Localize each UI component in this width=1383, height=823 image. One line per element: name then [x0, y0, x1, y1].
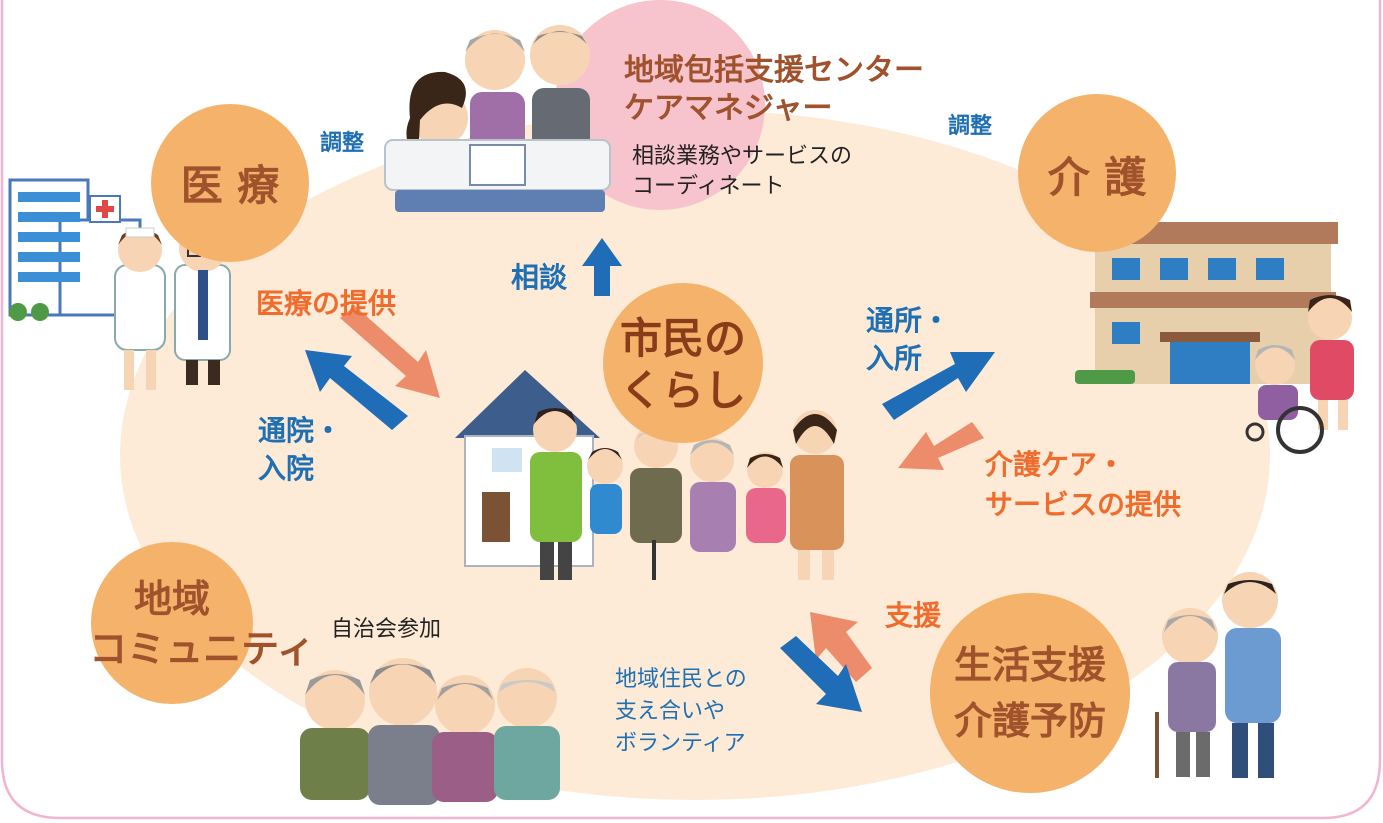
label-medical-provide: 医療の提供 — [256, 287, 397, 320]
node-community-label: 地域 コミュニティ — [71, 574, 333, 674]
node-support-line-1: 生活支援 — [953, 643, 1106, 687]
label-support: 支援 — [885, 599, 942, 632]
coordinator-desc-line-2: コーディネート — [632, 174, 785, 199]
coordinator-desc-line-1: 相談業務やサービスの — [632, 144, 853, 169]
label-volunteer-line-3: ボランティア — [615, 731, 746, 756]
node-center-line-2: くらし — [619, 366, 746, 415]
node-center-line-1: 市民の — [619, 314, 746, 363]
coordinator-title: 地域包括支援センター ケアマネジャー — [624, 52, 924, 128]
node-community-line-2: コミュニティ — [89, 627, 315, 671]
node-medical-label: 医 療 — [180, 161, 280, 210]
node-medical: 医 療 — [151, 104, 309, 262]
arrow-consult-up — [582, 238, 622, 296]
label-adjust-right: 調整 — [948, 114, 993, 139]
label-facility-visit-line-2: 入所 — [866, 342, 923, 375]
label-volunteer-line-2: 支え合いや — [615, 699, 726, 724]
node-support-line-2: 介護予防 — [953, 699, 1106, 743]
label-facility-visit-line-1: 通所・ — [866, 304, 951, 337]
label-hospital-visit-line-1: 通院・ — [258, 414, 343, 447]
family-house-icon — [455, 370, 844, 580]
caregiver-wheelchair-icon — [1245, 295, 1354, 454]
label-volunteer-line-1: 地域住民との — [615, 667, 747, 692]
node-center: 市民の くらし — [603, 283, 763, 443]
coordinator-title-line-1: 地域包括支援センター — [624, 53, 924, 88]
label-consult: 相談 — [511, 261, 568, 294]
counselor-elderly-couple-icon — [384, 25, 611, 212]
arrow-home-to-care — [882, 352, 995, 420]
label-neighborhood: 自治会参加 — [331, 617, 442, 642]
node-care-label: 介 護 — [1047, 153, 1147, 202]
node-support-label: 生活支援 介護予防 — [930, 637, 1130, 749]
label-care-provide: 介護ケア・ サービスの提供 — [985, 445, 1181, 525]
label-hospital-visit: 通院・ 入院 — [258, 412, 342, 488]
label-hospital-visit-line-2: 入院 — [258, 452, 315, 485]
elderly-walking-helper-icon — [1155, 572, 1281, 778]
arrow-home-to-hospital — [305, 350, 408, 430]
nurse-doctor-icon — [114, 224, 231, 390]
arrow-support-to-home — [810, 612, 872, 682]
node-community: 地域 コミュニティ — [89, 542, 315, 704]
coordinator-title-line-2: ケアマネジャー — [624, 91, 833, 126]
label-care-provide-line-1: 介護ケア・ — [985, 448, 1126, 481]
coordinator-description: 相談業務やサービスの コーディネート — [632, 142, 852, 202]
arrow-medical-to-home — [340, 306, 440, 398]
arrow-community-to-support — [780, 636, 862, 712]
node-support: 生活支援 介護予防 — [930, 593, 1130, 793]
node-center-label: 市民の くらし — [603, 313, 763, 417]
node-community-line-1: 地域 — [133, 577, 210, 621]
arrow-care-to-home — [898, 422, 984, 470]
node-care: 介 護 — [1018, 94, 1176, 252]
label-volunteer: 地域住民との 支え合いや ボランティア — [615, 664, 747, 760]
label-adjust-left: 調整 — [320, 131, 365, 156]
label-facility-visit: 通所・ 入所 — [866, 302, 950, 378]
label-care-provide-line-2: サービスの提供 — [985, 488, 1182, 521]
elderly-group-icon — [300, 658, 560, 805]
